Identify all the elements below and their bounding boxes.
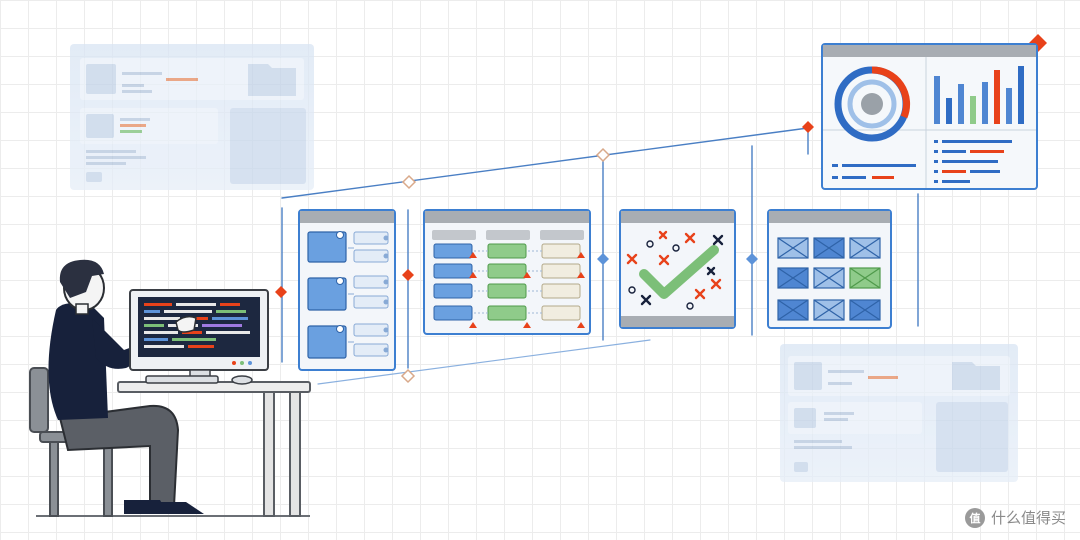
- dashboard-chart-icon: [821, 43, 1038, 190]
- image-tile: [849, 237, 881, 259]
- image-tile: [849, 267, 881, 289]
- connector-lines: [281, 127, 919, 385]
- desk: [117, 381, 311, 517]
- legend-lines: [832, 140, 1012, 183]
- watermark-text: 什么值得买: [990, 509, 1066, 527]
- watermark: 值 什么值得买: [964, 507, 1066, 528]
- image-tile: [849, 299, 881, 321]
- person-at-desk-illustration: [29, 259, 311, 517]
- image-tile: [777, 237, 809, 259]
- bar-chart: [934, 66, 1024, 124]
- ghost-panel-bottom-right: [780, 344, 1018, 482]
- image-tile: [777, 299, 809, 321]
- diamond-marker-icon: [275, 34, 1047, 384]
- image-tile: [813, 237, 845, 259]
- folder-row: [307, 275, 389, 311]
- code-monitor-icon: [129, 289, 269, 385]
- donut-chart: [834, 66, 911, 142]
- image-tile: [813, 267, 845, 289]
- image-tile: [777, 267, 809, 289]
- checkmark-icon: [619, 209, 736, 329]
- image-tile: [813, 299, 845, 321]
- flow-grid-icon: [423, 209, 591, 335]
- folder-list-icon: [298, 209, 396, 371]
- folder-row: [307, 323, 389, 359]
- image-grid-icon: [767, 209, 892, 329]
- watermark-badge-icon: 值: [964, 507, 985, 528]
- folder-row: [307, 231, 389, 263]
- ghost-panel-top-left: [70, 44, 314, 190]
